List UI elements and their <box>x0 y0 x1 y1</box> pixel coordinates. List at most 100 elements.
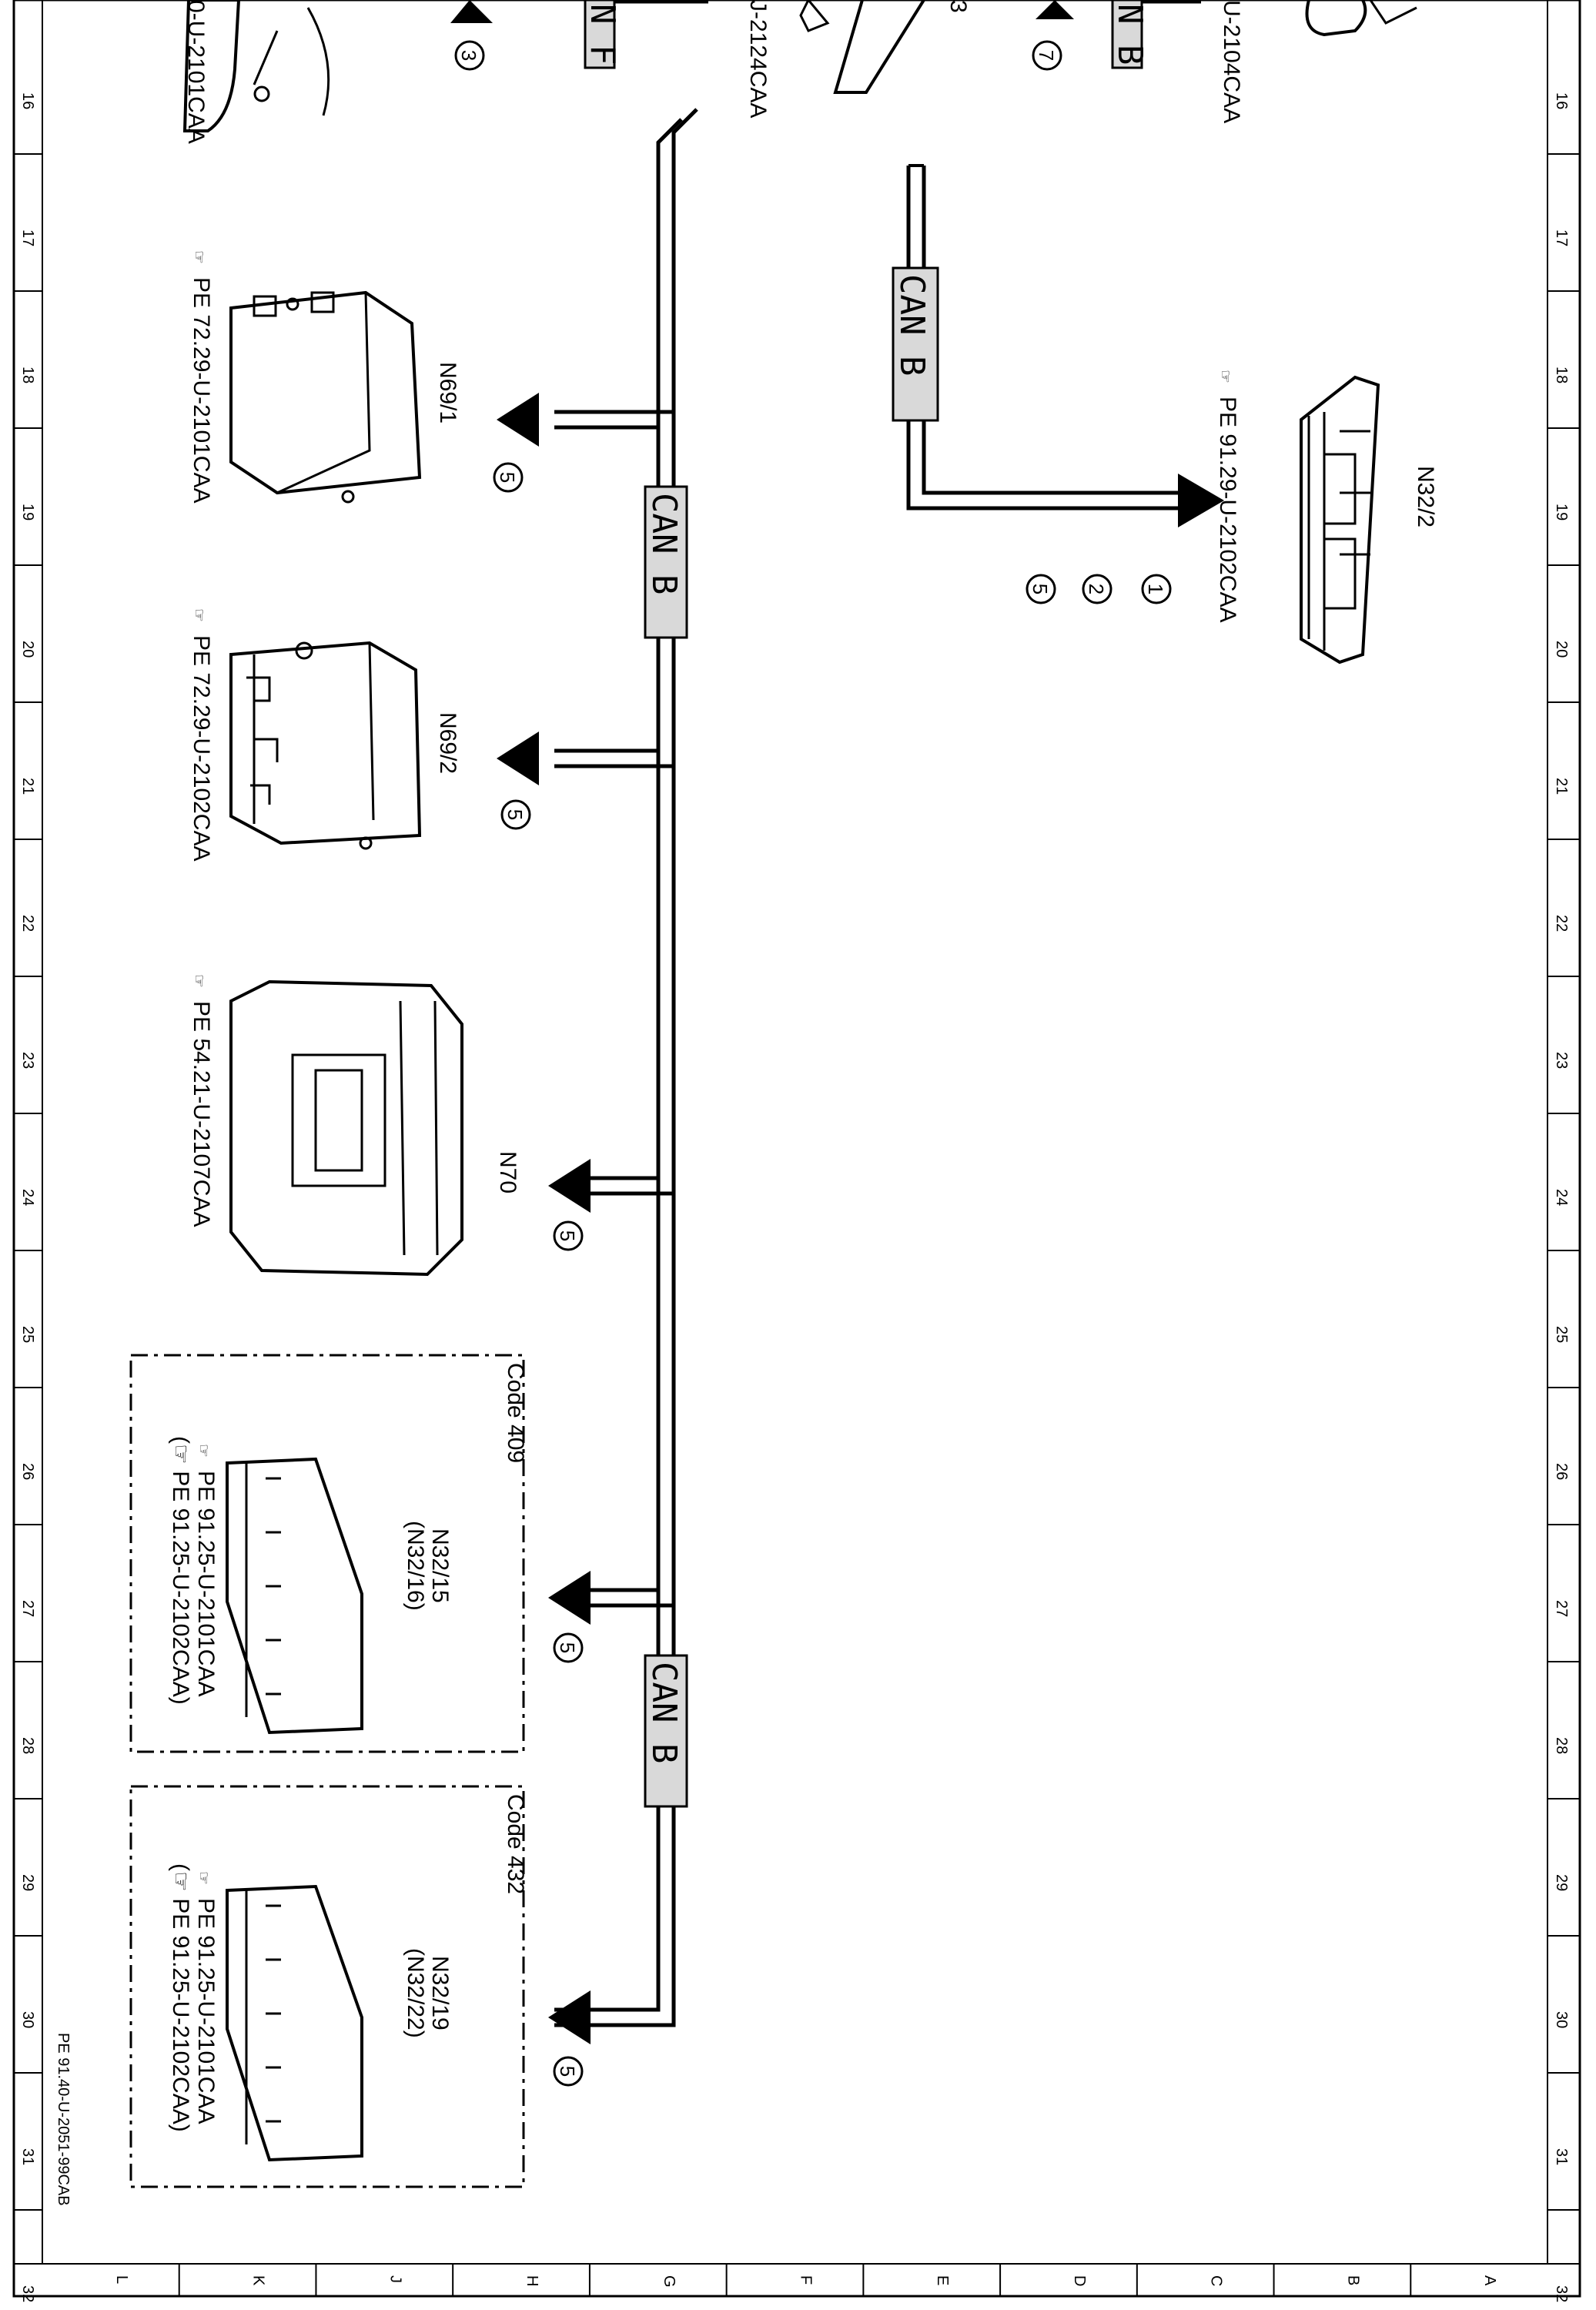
grid-column-label-right: 20 <box>1553 641 1570 658</box>
pointing-hand-icon: ☞ <box>190 974 207 988</box>
grid-column-label-right: 28 <box>1553 1737 1570 1754</box>
partial-ref-left: 0-U-2101CAA <box>183 0 209 144</box>
n32-2-ref: PE 91.29-U-2102CAA <box>1215 397 1240 623</box>
grid-row-label: H <box>524 2275 540 2286</box>
component-n32-19: Code 432 N32/19 (N32/22) 5 ☞ PE 91.25-U-… <box>129 1785 584 2188</box>
grid-ticks <box>14 153 1580 2296</box>
n32-19-id: N32/19 <box>427 1956 453 2030</box>
grid-row-label: K <box>250 2275 267 2286</box>
n32-2-circle-2: 2 <box>1085 584 1108 594</box>
grid-row-label: L <box>113 2275 130 2284</box>
grid-row-label: C <box>1208 2275 1225 2286</box>
pointing-hand-icon: ☞ <box>190 608 207 622</box>
n32-15-ref: PE 91.25-U-2101CAA <box>193 1471 219 1697</box>
grid-column-label-left: 30 <box>19 2011 36 2028</box>
grid-row-label: D <box>1071 2275 1088 2286</box>
n32-2-circle-1: 1 <box>1144 584 1167 594</box>
grid-column-label-right: 25 <box>1553 1326 1570 1343</box>
grid-column-label-left: 16 <box>19 92 36 109</box>
grid-column-label-left: 27 <box>19 1600 36 1617</box>
code-432-label: Code 432 <box>503 1794 528 1894</box>
grid-column-label-right: 29 <box>1553 1874 1570 1891</box>
grid-column-label-left: 23 <box>19 1052 36 1069</box>
can-b-label-1: CAN B <box>644 493 684 594</box>
grid-row-label: F <box>798 2275 815 2285</box>
component-n69-2: N69/2 5 ☞ PE 72.29-U-2102CAA <box>189 608 531 862</box>
n32-2-id: N32/2 <box>1413 466 1438 527</box>
partial-module-right <box>1305 0 1367 37</box>
code-409-box <box>129 1354 525 1753</box>
top-partial-components: 0-U-2101CAA 3 N F J-2124CAA 3 7 N B U-21… <box>182 0 1417 144</box>
grid-column-label-right: 24 <box>1553 1189 1570 1206</box>
partial-ref-mid: J-2124CAA <box>745 0 771 118</box>
grid-row-label: J <box>386 2275 403 2283</box>
n69-1-circle: 5 <box>496 472 519 483</box>
arrow-n32-15 <box>548 1571 591 1625</box>
grid-column-label-right: 26 <box>1553 1463 1570 1480</box>
grid-column-label-right: 16 <box>1553 92 1570 109</box>
grid-column-label-right: 21 <box>1553 778 1570 795</box>
grid-column-label-left: 29 <box>19 1874 36 1891</box>
partial-module-mid <box>833 0 925 94</box>
grid-column-label-left: 25 <box>19 1326 36 1343</box>
grid-column-label-left: 26 <box>19 1463 36 1480</box>
grid-column-label-left: 18 <box>19 367 36 383</box>
bus-arrows <box>497 393 591 2044</box>
n69-2-ref: PE 72.29-U-2102CAA <box>189 635 214 862</box>
grid-column-label-left: 19 <box>19 504 36 521</box>
component-n69-1: N69/1 5 ☞ PE 72.29-U-2101CAA <box>189 250 524 504</box>
arrow-n32-2 <box>1178 474 1224 527</box>
n70-ref: PE 54.21-U-2107CAA <box>189 1001 214 1227</box>
pointing-hand-icon: ☞ <box>195 1871 212 1885</box>
arrow-partial-right <box>1036 0 1074 19</box>
n69-2-circle: 5 <box>504 809 527 820</box>
can-f-partial-label: N F <box>583 4 622 65</box>
footer-reference: PE 91.40-U-2051-99CAB <box>55 2033 72 2206</box>
grid-column-label-right: 18 <box>1553 367 1570 383</box>
grid-column-label-right: 19 <box>1553 504 1570 521</box>
grid-row-label: E <box>934 2275 951 2285</box>
grid-column-label-right: 22 <box>1553 915 1570 932</box>
n69-1-ref: PE 72.29-U-2101CAA <box>189 277 214 504</box>
grid-column-label-right: 30 <box>1553 2011 1570 2028</box>
arrow-n69-2 <box>497 732 539 785</box>
n70-circle: 5 <box>556 1230 579 1241</box>
grid-column-label-right: 17 <box>1553 229 1570 246</box>
grid-column-label-left: 22 <box>19 915 36 932</box>
grid-column-label-left: 31 <box>19 2148 36 2165</box>
n32-15-ref-alt: (☞ PE 91.25-U-2102CAA) <box>168 1436 193 1705</box>
code-409-label: Code 409 <box>503 1363 528 1463</box>
n32-19-ref: PE 91.25-U-2101CAA <box>193 1898 219 2124</box>
n32-15-circle: 5 <box>556 1642 579 1653</box>
grid-row-label: G <box>661 2275 678 2288</box>
arrow-n70 <box>548 1159 591 1213</box>
grid-row-label: B <box>1344 2275 1361 2285</box>
n32-19-circle: 5 <box>556 2066 579 2077</box>
n70-id: N70 <box>495 1151 520 1194</box>
grid-column-label-right: 32 <box>1553 2285 1570 2302</box>
n32-2-circle-3: 5 <box>1029 584 1052 594</box>
grid-column-label-left: 28 <box>19 1737 36 1754</box>
arrow-partial-left <box>450 0 493 23</box>
partial-digit-mid: 3 <box>945 0 971 13</box>
partial-ref-right: U-2104CAA <box>1219 0 1244 123</box>
can-b-partial-label: N B <box>1110 4 1149 65</box>
can-b-branch-label: CAN B <box>892 274 932 376</box>
grid-column-label-left: 17 <box>19 229 36 246</box>
n69-1-id: N69/1 <box>435 362 460 424</box>
circle-partial-left: 3 <box>457 50 480 61</box>
n32-19-id-alt: (N32/22) <box>403 1948 428 2038</box>
grid-column-label-right: 23 <box>1553 1052 1570 1069</box>
grid-row-label: A <box>1481 2275 1498 2286</box>
grid-column-label-left: 20 <box>19 641 36 658</box>
partial-instrument-cluster <box>182 0 241 132</box>
pointing-hand-icon: ☞ <box>1216 370 1233 383</box>
pointing-hand-icon: ☞ <box>195 1444 212 1458</box>
outer-frame <box>12 0 1581 2298</box>
n32-15-id: N32/15 <box>427 1528 453 1603</box>
circle-partial-right: 7 <box>1035 50 1058 61</box>
n69-2-id: N69/2 <box>435 712 460 774</box>
